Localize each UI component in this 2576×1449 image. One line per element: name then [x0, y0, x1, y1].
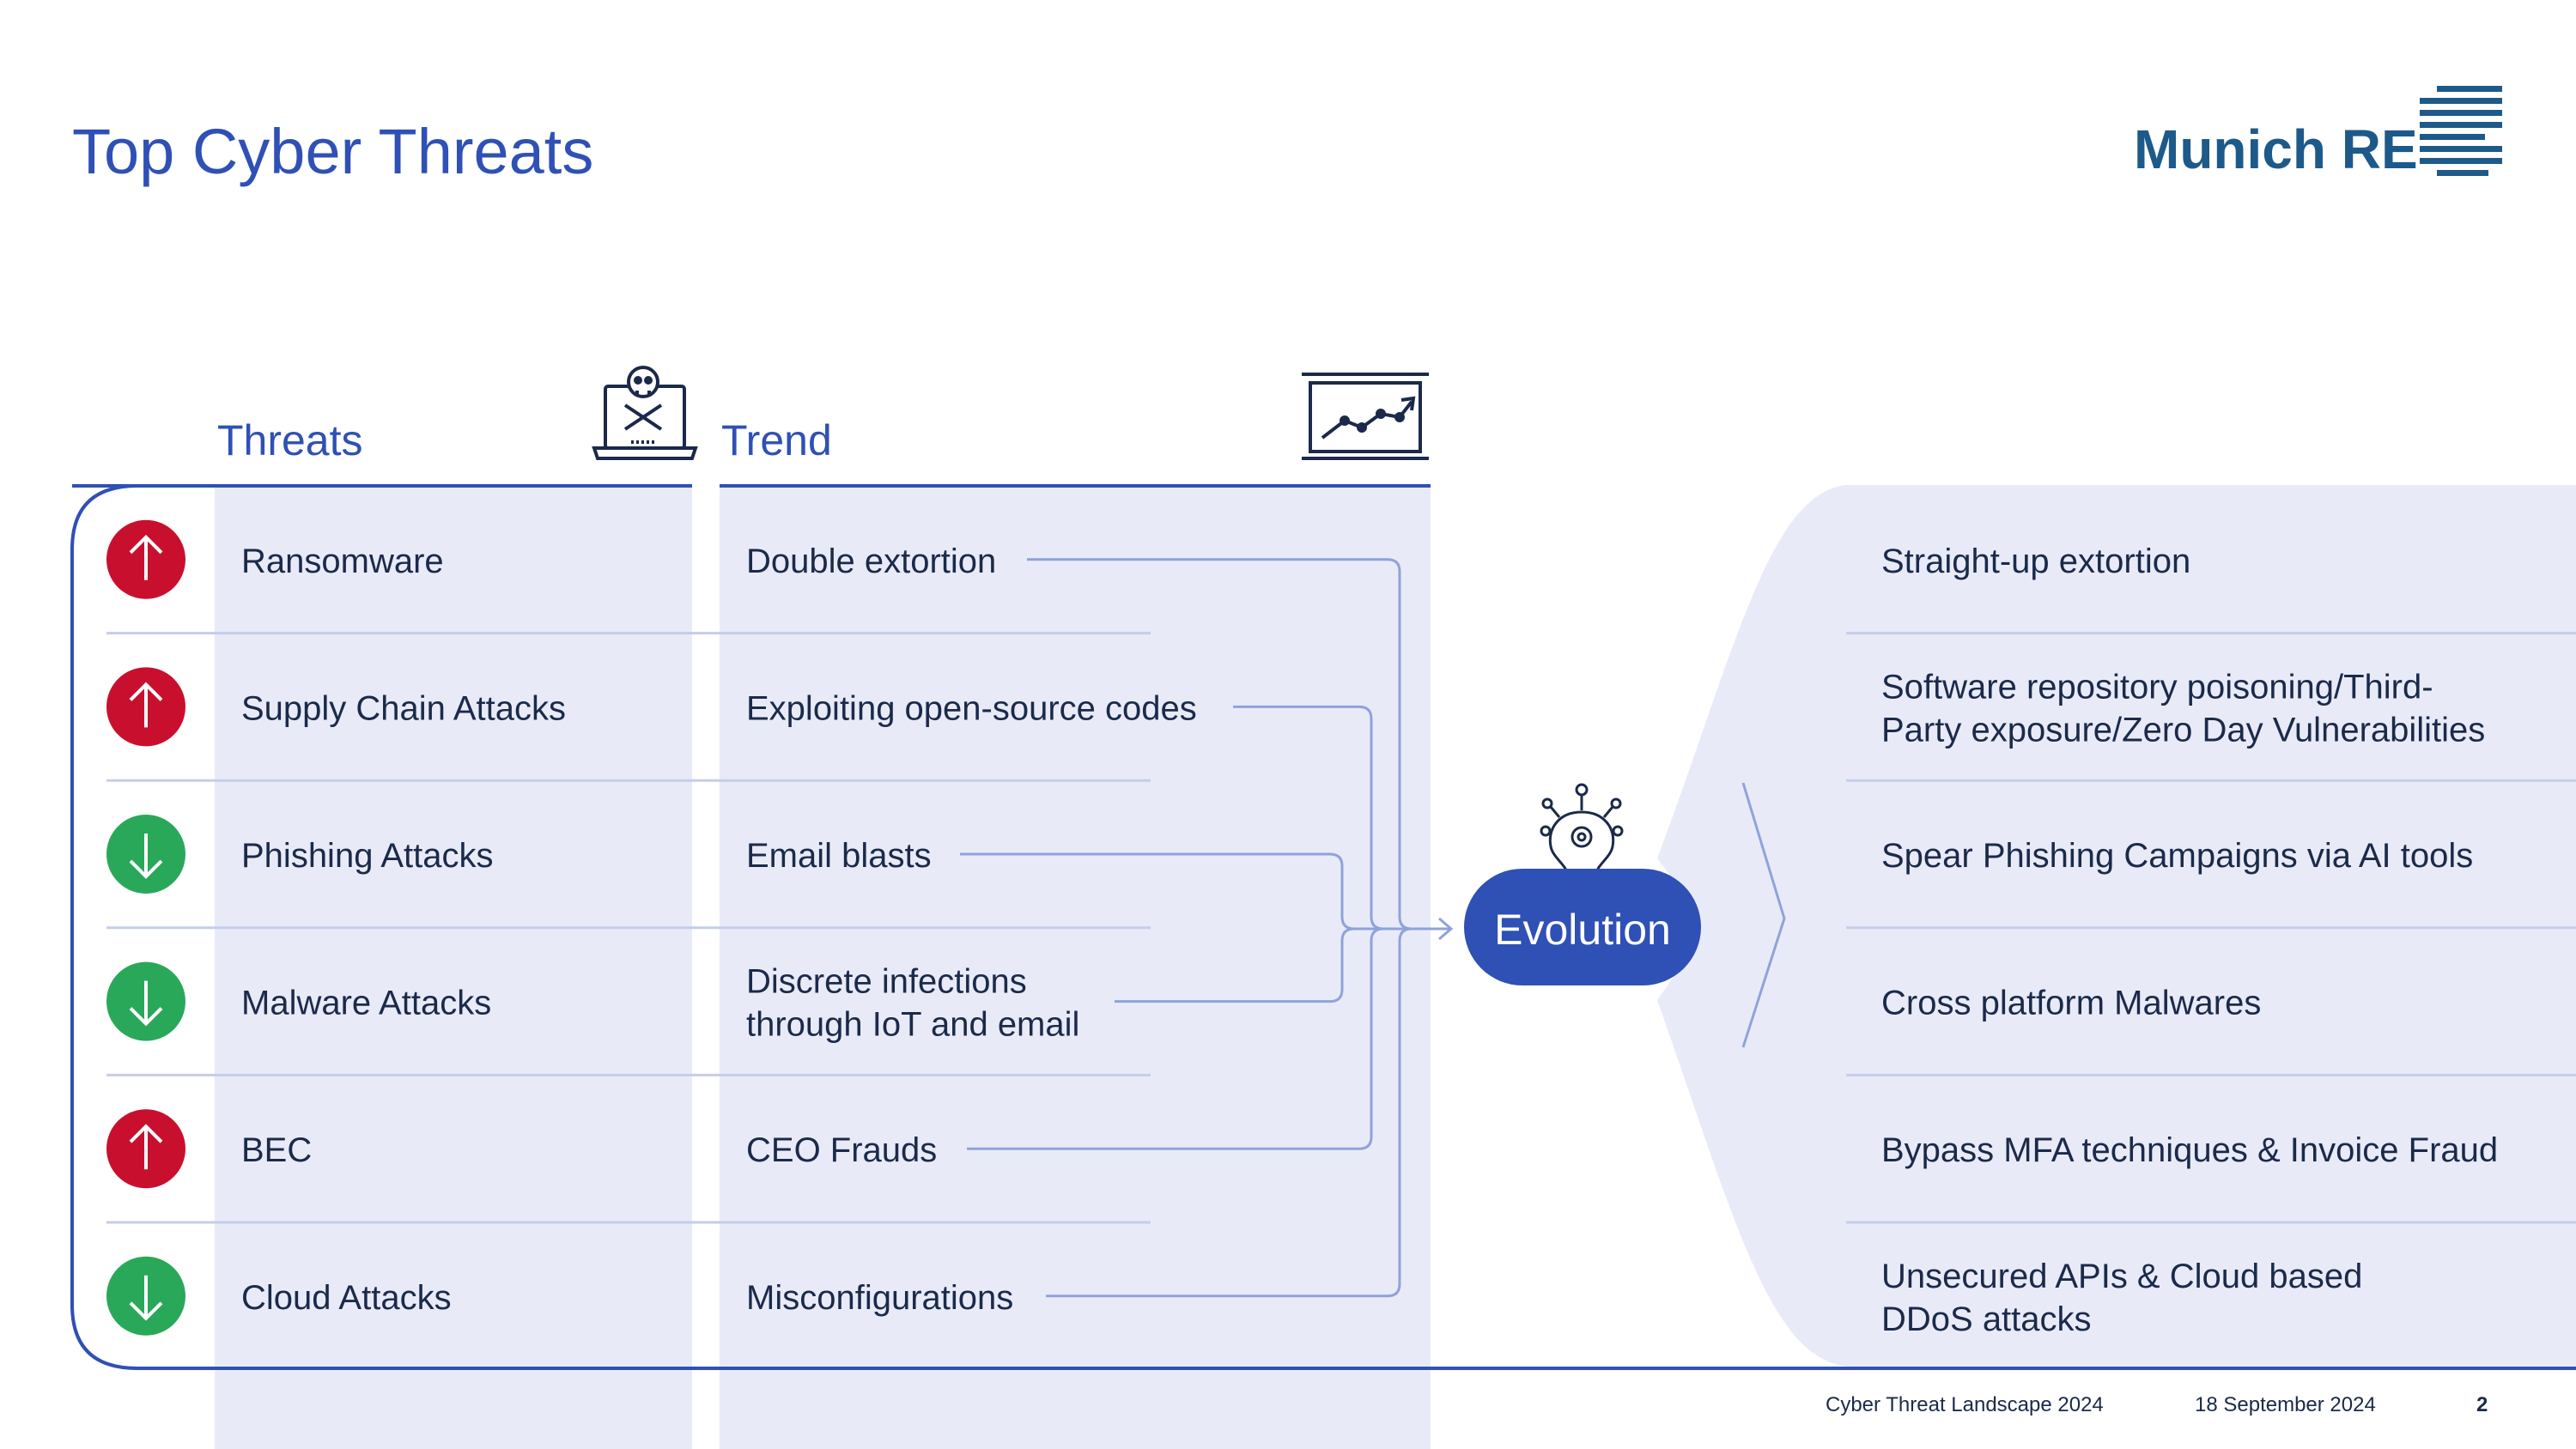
arrow-down-icon — [106, 815, 185, 894]
evolution-text: Spear Phishing Campaigns via AI tools — [1881, 837, 2473, 875]
evolution-chevron — [1741, 782, 1786, 1048]
footer-date: 18 September 2024 — [2195, 1393, 2376, 1416]
hacked-laptop-icon — [592, 366, 698, 460]
threat-row: Supply Chain Attacks Exploiting open-sour… — [106, 667, 2485, 749]
threat-name: Ransomware — [241, 543, 444, 580]
arrow-up-icon — [106, 667, 185, 747]
threat-row: Ransomware Double extortion Straight-up ex… — [106, 519, 2190, 599]
evolution-band — [1657, 485, 2576, 1367]
trend-connector — [967, 927, 1408, 1150]
trend-text: Double extortion — [746, 543, 996, 580]
page-title: Top Cyber Threats — [72, 116, 593, 187]
evolution-text: DDoS attacks — [1881, 1300, 2092, 1338]
trend-text: Misconfigurations — [746, 1279, 1013, 1317]
header-gap — [692, 481, 720, 491]
munich-re-logo-icon — [2420, 86, 2502, 176]
arrow-up-icon — [106, 1109, 185, 1189]
arrow-down-icon — [106, 1256, 185, 1336]
arrow-up-icon — [106, 519, 185, 599]
threat-rows: Ransomware Double extortion Straight-up ex… — [106, 519, 2498, 1338]
threats-column-band — [215, 485, 692, 1449]
threat-name: Malware Attacks — [241, 985, 491, 1022]
arrow-down-icon — [106, 961, 185, 1041]
threats-header: Threats — [217, 416, 363, 464]
evolution-text: Unsecured APIs & Cloud based — [1881, 1258, 2362, 1295]
evolution-text: Bypass MFA techniques & Invoice Fraud — [1881, 1131, 2498, 1169]
threat-name: Phishing Attacks — [241, 837, 494, 875]
trend-text: Discrete infections — [746, 963, 1027, 1001]
trend-connectors — [960, 558, 1454, 1298]
threat-row: BEC CEO Frauds Bypass MFA techniques & Inv… — [106, 1109, 2498, 1189]
trend-text: through IoT and email — [746, 1006, 1079, 1044]
trend-column-band — [720, 485, 1431, 1449]
trend-text: Exploiting open-source codes — [746, 689, 1197, 727]
row-separators — [106, 632, 2576, 1224]
footer-report: Cyber Threat Landscape 2024 — [1826, 1393, 2104, 1416]
trend-text: Email blasts — [746, 837, 932, 875]
evolution-label: Evolution — [1494, 906, 1671, 954]
trend-text: CEO Frauds — [746, 1131, 937, 1169]
footer-page-number: 2 — [2476, 1393, 2488, 1416]
threat-name: BEC — [241, 1131, 312, 1169]
trend-header: Trend — [721, 416, 832, 464]
trend-connector — [1115, 927, 1408, 1003]
threat-row: Phishing Attacks Email blasts Spear Phishi… — [106, 815, 2473, 894]
threat-row: Malware Attacks Discrete infections throug… — [106, 961, 2261, 1044]
trend-connector — [1046, 927, 1413, 1298]
trend-chart-icon — [1302, 373, 1429, 460]
evolution-pill — [1464, 869, 1701, 985]
logo-text: Munich RE — [2134, 118, 2418, 180]
threat-name: Cloud Attacks — [241, 1279, 452, 1317]
threat-name: Supply Chain Attacks — [241, 689, 566, 727]
evolution-text: Cross platform Malwares — [1881, 985, 2261, 1022]
connector-arrow-head — [1438, 917, 1454, 941]
threat-row: Cloud Attacks Misconfigurations Unsecured … — [106, 1256, 2362, 1338]
evolution-text: Software repository poisoning/Third- — [1881, 668, 2433, 706]
evolution-text: Party exposure/Zero Day Vulnerabilities — [1881, 711, 2485, 749]
evolution-text: Straight-up extortion — [1881, 543, 2190, 580]
